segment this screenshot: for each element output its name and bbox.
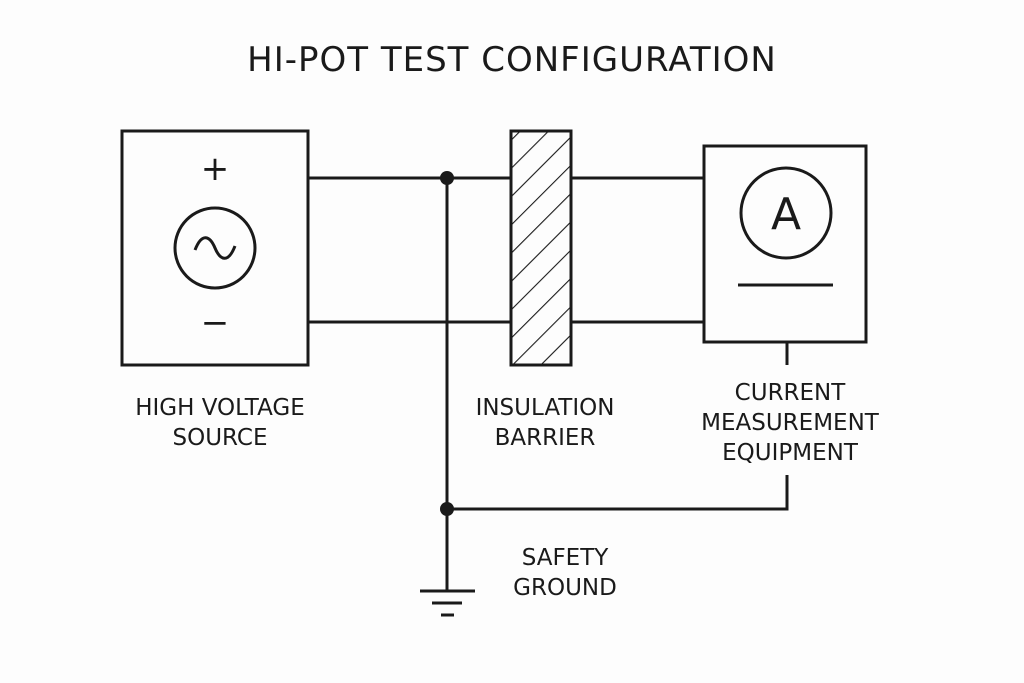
label-line: CURRENT	[734, 380, 846, 406]
plus-symbol: +	[200, 149, 230, 189]
ground-label: SAFETY GROUND	[480, 543, 650, 603]
label-line: MEASUREMENT	[701, 410, 879, 436]
label-line: HIGH VOLTAGE	[135, 395, 305, 421]
ammeter-letter: A	[770, 189, 802, 240]
label-line: INSULATION	[475, 395, 615, 421]
ammeter-icon	[739, 166, 833, 260]
high-voltage-source-box	[120, 129, 310, 367]
meter-label: CURRENT MEASUREMENT EQUIPMENT	[680, 378, 900, 468]
label-line: EQUIPMENT	[722, 440, 858, 466]
wire-meter-return	[447, 475, 789, 511]
current-measurement-box	[702, 144, 868, 344]
minus-symbol: −	[200, 303, 230, 343]
ac-source-icon	[173, 206, 257, 290]
label-line: GROUND	[513, 575, 617, 601]
source-label: HIGH VOLTAGE SOURCE	[90, 393, 350, 453]
junction-top	[440, 171, 454, 185]
sine-wave-icon	[193, 236, 237, 260]
label-line: SOURCE	[172, 425, 268, 451]
insulation-barrier	[509, 129, 573, 367]
junction-bottom	[440, 502, 454, 516]
barrier-label: INSULATION BARRIER	[430, 393, 660, 453]
diagram-title: HI-POT TEST CONFIGURATION	[247, 40, 777, 80]
label-line: SAFETY	[521, 545, 609, 571]
label-line: BARRIER	[494, 425, 596, 451]
